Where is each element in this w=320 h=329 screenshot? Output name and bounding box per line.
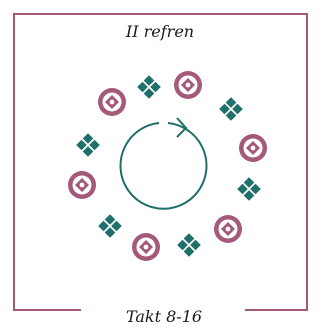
couple-circle-icon bbox=[132, 233, 160, 261]
couple-circle-icon bbox=[68, 171, 96, 199]
couple-circle-icon bbox=[98, 88, 126, 116]
diagram-title: II refren bbox=[125, 22, 194, 41]
square-cluster-icon bbox=[137, 75, 161, 99]
couple-circle-icon bbox=[239, 134, 267, 162]
footer-caption: Takt 8-16 bbox=[126, 307, 202, 326]
frame-outline bbox=[13, 13, 308, 311]
clockwise-arrow-icon bbox=[119, 117, 208, 210]
square-cluster-icon bbox=[219, 97, 243, 121]
square-cluster-icon bbox=[76, 133, 100, 157]
square-cluster-icon bbox=[237, 177, 261, 201]
arrow-head bbox=[176, 117, 188, 138]
square-cluster-icon bbox=[98, 214, 122, 238]
couple-circle-icon bbox=[174, 71, 202, 99]
frame bbox=[13, 13, 308, 311]
rotation-circle bbox=[119, 122, 208, 210]
square-cluster-icon bbox=[177, 233, 201, 257]
couple-circle-icon bbox=[214, 215, 242, 243]
dancers-ring bbox=[68, 71, 267, 261]
